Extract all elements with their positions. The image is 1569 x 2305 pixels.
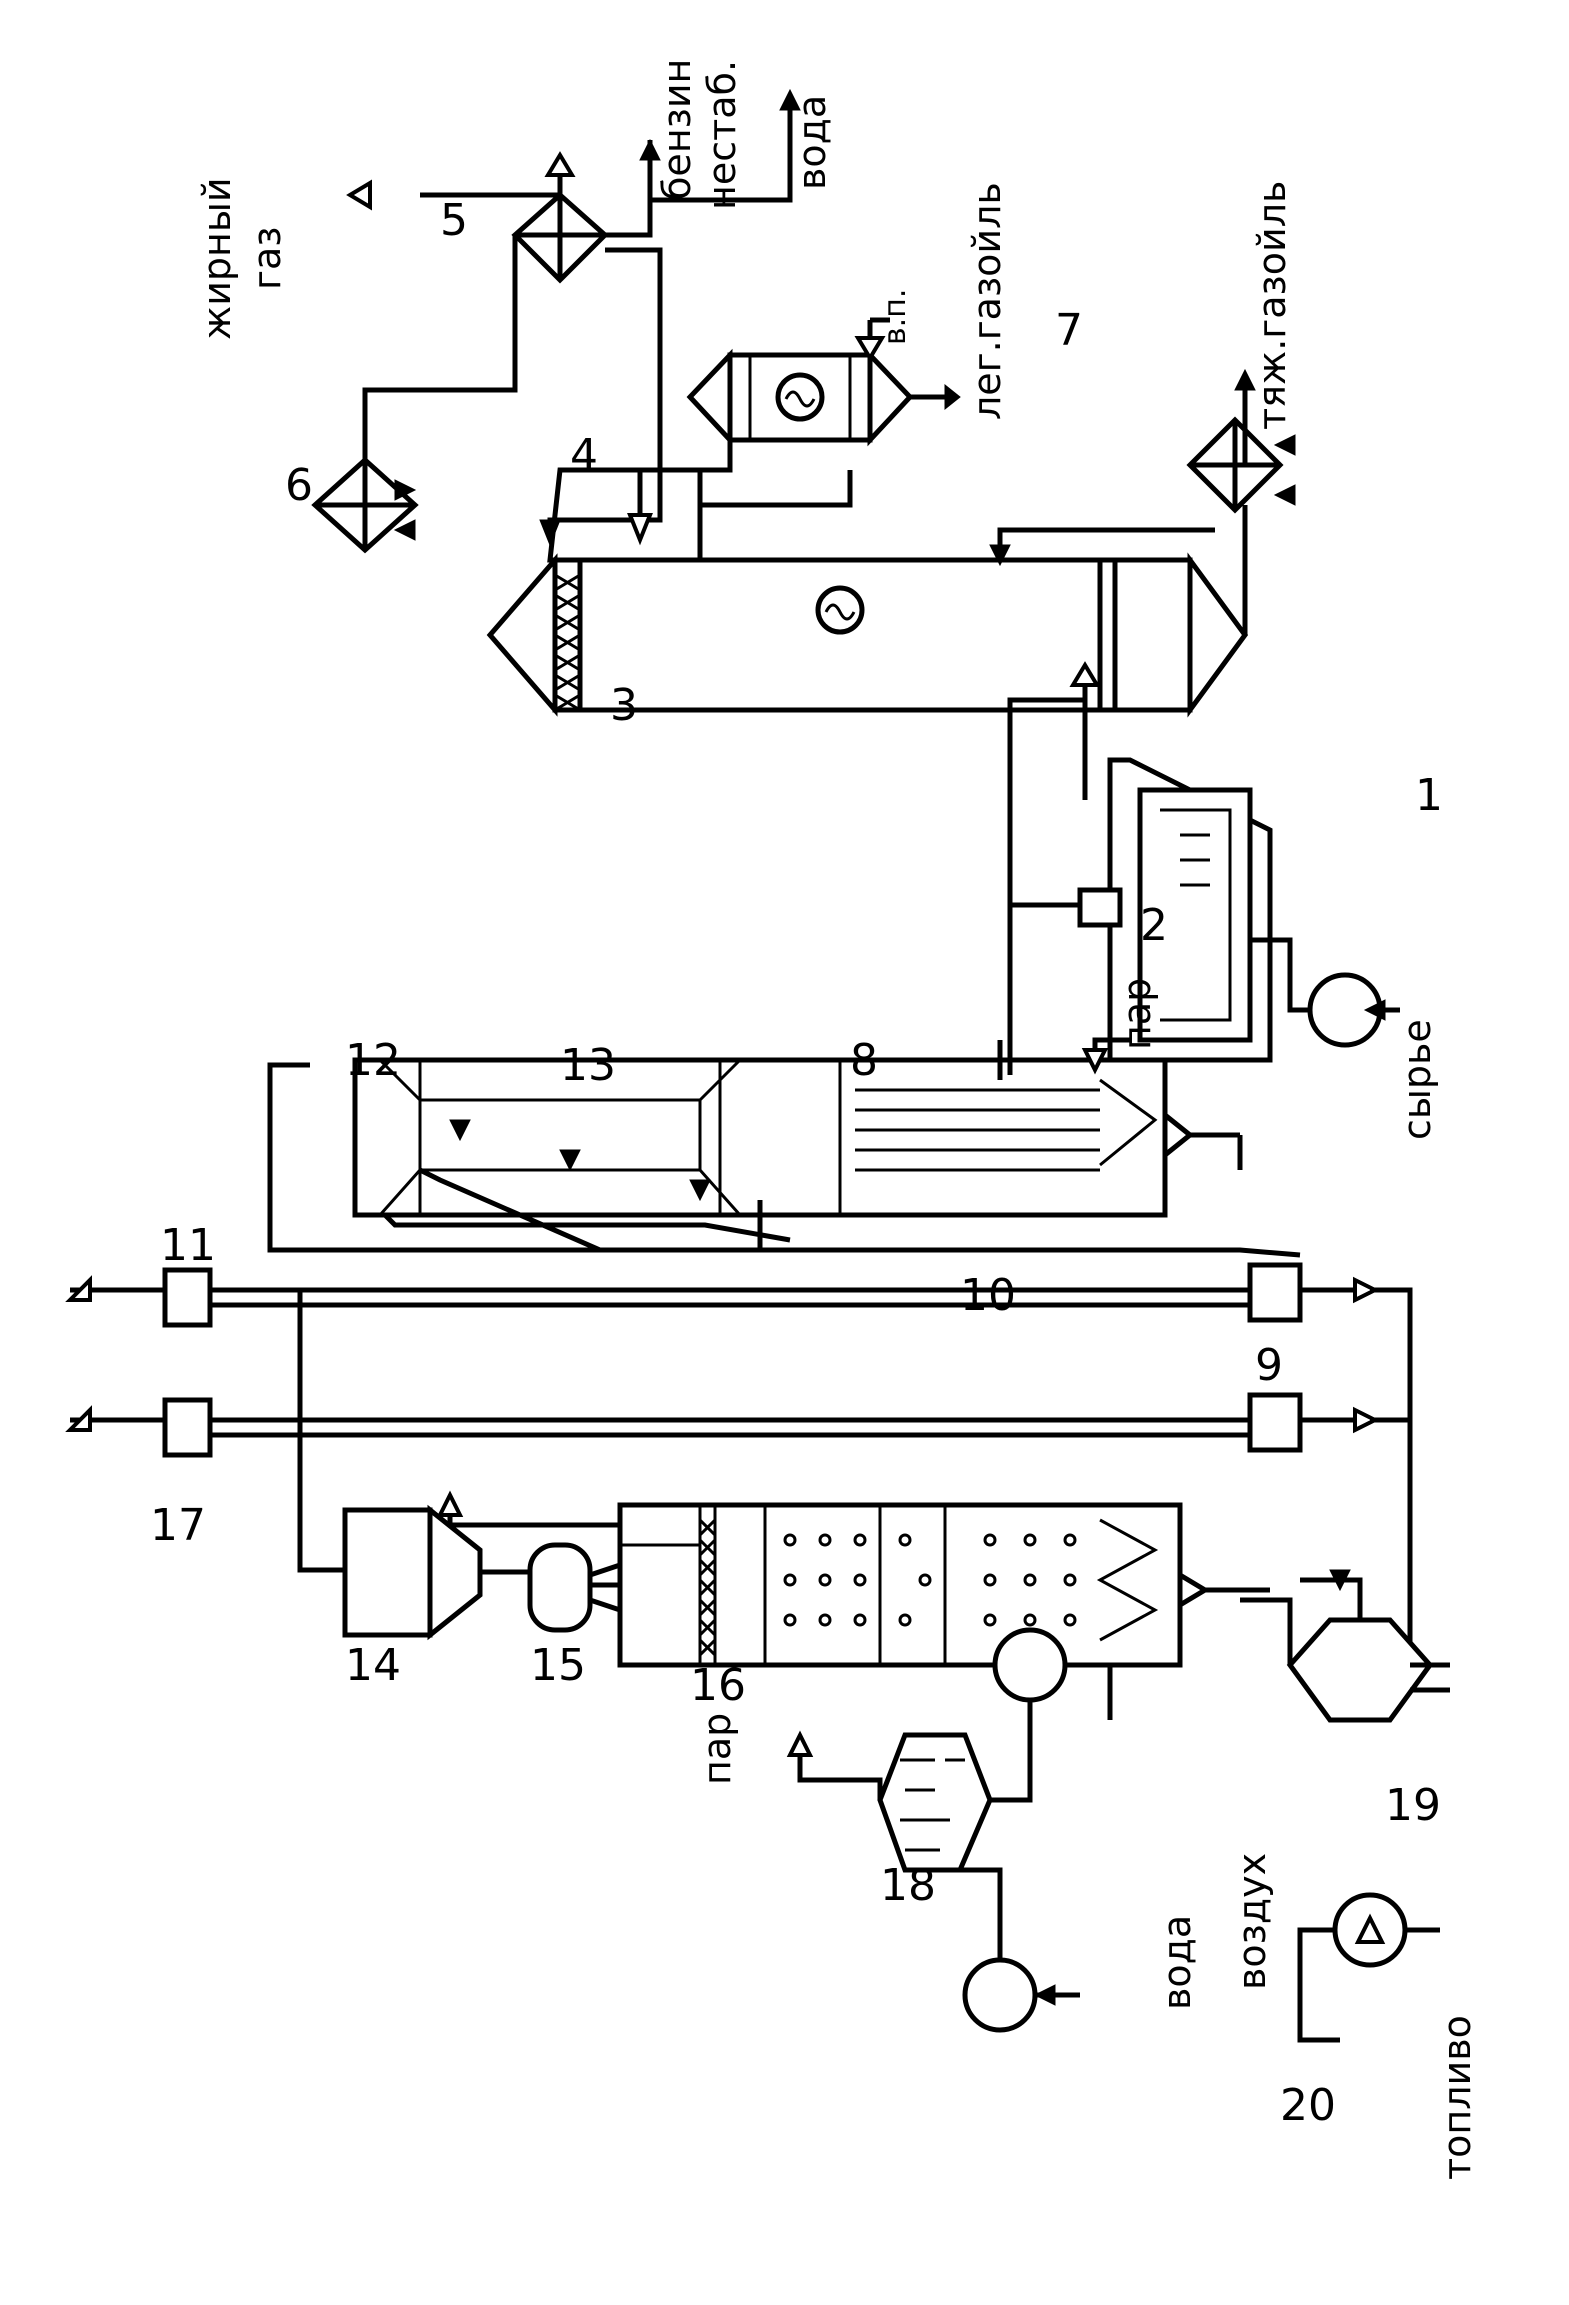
label-gasoline-1: бензин (655, 59, 699, 200)
label-16: 16 (690, 1660, 746, 1711)
label-steam-boiler: пар (695, 1713, 739, 1785)
label-fat-gas-1: жирный (195, 177, 239, 340)
label-4: 4 (570, 430, 598, 481)
reactor-8 (352, 700, 1243, 1218)
heat-exchanger-4 (686, 317, 914, 447)
label-9: 9 (1255, 1340, 1283, 1391)
label-18: 18 (880, 1860, 936, 1911)
label-gasoline-2: нестаб. (700, 60, 744, 210)
label-11: 11 (160, 1220, 216, 1271)
label-light-gasoil: лег.газойль (965, 182, 1009, 420)
label-19: 19 (1385, 1780, 1441, 1831)
label-air: воздух (1230, 1853, 1274, 1990)
lift-pipes (65, 1062, 1413, 1690)
label-1: 1 (1415, 770, 1443, 821)
label-7: 7 (1055, 305, 1083, 356)
label-fat-gas-2: газ (245, 227, 289, 290)
label-12: 12 (345, 1035, 401, 1086)
air-heater-19 (1240, 1569, 1450, 1723)
label-17: 17 (150, 1500, 206, 1551)
label-8: 8 (850, 1035, 878, 1086)
label-2: 2 (1140, 900, 1168, 951)
label-steam-reactor: пар (1115, 978, 1159, 1050)
fractionation-column (486, 467, 1249, 718)
label-6: 6 (285, 460, 313, 511)
blower-20 (1297, 1892, 1440, 2043)
stripper-line (383, 1213, 791, 1243)
label-20: 20 (1280, 2080, 1336, 2131)
label-15: 15 (530, 1640, 586, 1691)
regenerator-16 (436, 1490, 1270, 1668)
label-5: 5 (440, 195, 468, 246)
label-fuel: топливо (1435, 2015, 1479, 2180)
label-10: 10 (960, 1270, 1016, 1321)
separator-15 (480, 1542, 621, 1633)
air-cooler-5 (511, 191, 609, 284)
label-3: 3 (610, 680, 638, 731)
label-water-bottom: вода (1155, 1915, 1199, 2010)
label-vp: в.п. (878, 289, 913, 345)
label-water-top: вода (790, 95, 834, 190)
furnace-2 (1077, 757, 1273, 1063)
bunker-14 (297, 1290, 483, 1641)
label-feed: сырье (1395, 1019, 1439, 1140)
top-piping (346, 88, 1256, 635)
label-13: 13 (560, 1040, 616, 1091)
label-heavy-gasoil: тяж.газойль (1250, 181, 1294, 430)
cooler-7 (1186, 416, 1296, 514)
pump-1 (1250, 937, 1400, 1048)
boiler-18 (786, 1627, 1113, 2033)
cooler-6 (311, 456, 419, 554)
label-14: 14 (345, 1640, 401, 1691)
